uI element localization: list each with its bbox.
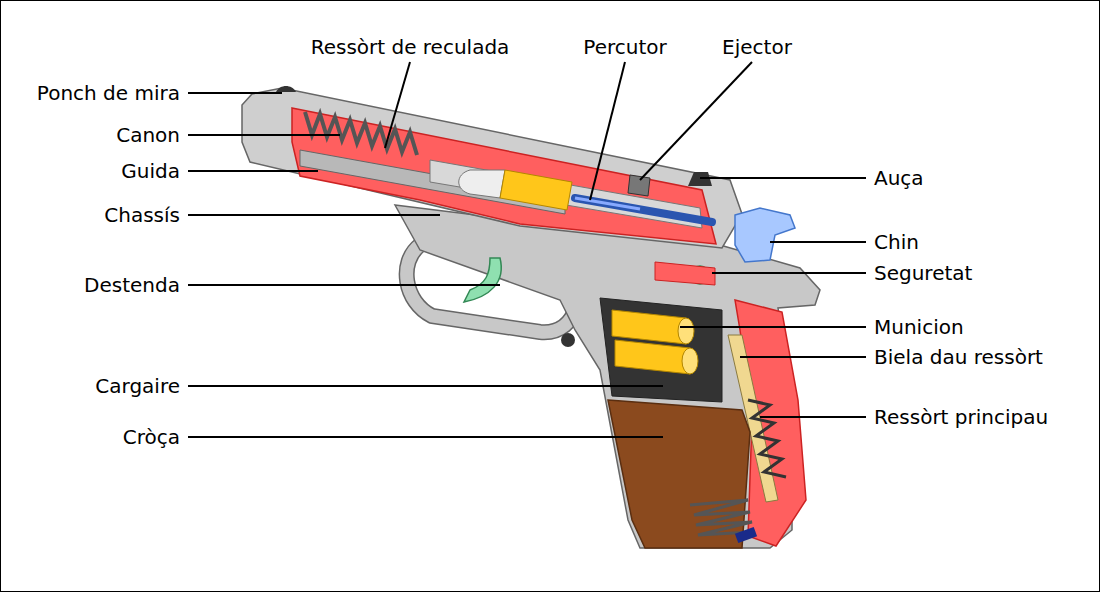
part-label: Chassís [102,203,182,227]
firing-pin-highlight [575,198,640,209]
pistol-slide [242,88,742,248]
front-sight [276,86,296,92]
part-label: Guida [119,159,182,183]
leader-line [760,416,866,418]
leader-line [385,62,410,148]
pistol-frame [395,205,820,548]
leader-line [188,134,340,136]
cartridge [612,310,686,344]
leader-line [740,356,866,358]
leader-line [640,62,752,180]
slide-cutaway [292,108,716,244]
hammer [735,208,795,262]
leader-lines [188,62,866,437]
leader-line [188,385,663,387]
part-label: Ejector [720,35,794,59]
leader-line [188,436,663,438]
magazine-spring [690,500,752,535]
takedown-lever [561,333,575,347]
ejector [628,175,650,196]
firing-pin [575,198,712,222]
part-label: Ponch de mira [35,81,182,105]
cartridge-case [500,170,572,210]
leader-line [712,272,866,274]
part-label: Canon [114,123,182,147]
part-label: Destenda [82,273,182,297]
leader-line [770,241,866,243]
part-label: Auça [872,166,926,190]
grip-panel [608,400,750,548]
trigger [464,258,501,302]
part-label: Cargaire [93,374,182,398]
leader-line [680,326,866,328]
leader-line [188,92,282,94]
part-label: Municion [872,315,966,339]
part-label: Cròça [121,425,182,449]
magazine-floorplate [735,527,757,543]
recoil-spring [305,112,417,155]
part-label: Ressòrt de reculada [309,35,512,59]
part-label: Ressòrt principau [872,405,1050,429]
bullet [459,170,505,198]
leader-line [590,62,625,200]
cartridge-base [678,318,694,344]
safety-cutaway [655,262,715,285]
part-label: Seguretat [872,261,974,285]
mainspring [748,400,786,477]
leader-line [188,214,440,216]
part-label: Percutor [581,35,668,59]
cartridge-base [682,348,698,374]
part-label: Chin [872,230,921,254]
leader-line [188,284,500,286]
cartridge [615,340,690,374]
leader-line [700,177,866,179]
part-label: Biela dau ressòrt [872,345,1045,369]
leader-line [188,170,318,172]
barrel-chamber [430,160,702,228]
